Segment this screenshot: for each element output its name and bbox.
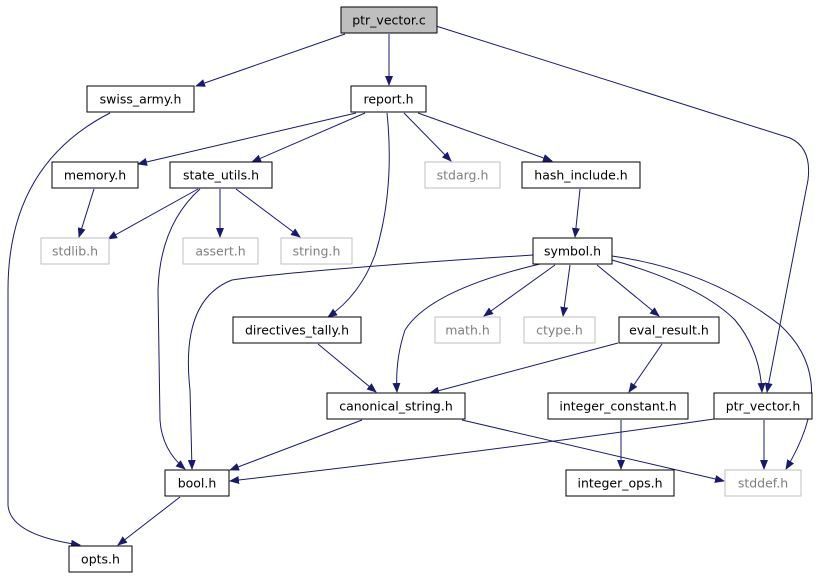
edge-swiss-army-h-to-opts-h (7, 112, 111, 548)
node-label: stddef.h (738, 476, 788, 491)
node-ptr-vector-c[interactable]: ptr_vector.c (340, 6, 438, 34)
node-ptr-vector-h[interactable]: ptr_vector.h (713, 392, 813, 420)
node-swiss-army-h[interactable]: swiss_army.h (86, 85, 195, 113)
node-box (724, 469, 802, 497)
node-label: ptr_vector.c (352, 13, 426, 28)
node-label: integer_constant.h (559, 399, 676, 414)
node-box (350, 85, 427, 113)
edge-report-h-to-memory-h (137, 112, 357, 166)
node-box (164, 469, 230, 497)
node-label: opts.h (81, 552, 120, 567)
edge-report-h-to-state-utils-h (251, 112, 366, 163)
nodes: ptr_vector.c swiss_army.h report.h memory.h… (40, 6, 813, 573)
edge-report-h-to-directives-tally-h (327, 112, 390, 318)
node-label: eval_result.h (629, 323, 709, 338)
node-box (340, 6, 438, 34)
node-box (40, 237, 110, 265)
edge-symbol-h-to-canonical-string-h (392, 263, 541, 393)
node-math-h: math.h (434, 316, 501, 344)
node-label: canonical_string.h (339, 399, 453, 414)
node-directives-tally-h[interactable]: directives_tally.h (232, 316, 362, 344)
node-memory-h[interactable]: memory.h (51, 161, 139, 189)
node-integer-ops-h[interactable]: integer_ops.h (565, 469, 675, 497)
node-stddef-h: stddef.h (724, 469, 802, 497)
node-opts-h[interactable]: opts.h (68, 545, 133, 573)
node-report-h[interactable]: report.h (350, 85, 427, 113)
edge-state-utils-h-to-bool-h (157, 188, 201, 470)
node-label: assert.h (195, 244, 245, 259)
edge-symbol-h-to-eval-result-h (596, 264, 660, 317)
edge-symbol-h-to-ptr-vector-h (611, 259, 766, 393)
node-bool-h[interactable]: bool.h (164, 469, 230, 497)
node-label: ptr_vector.h (726, 399, 801, 414)
edge-ptr-vector-h-to-bool-h (229, 418, 715, 484)
node-label: bool.h (178, 476, 217, 491)
node-label: memory.h (64, 168, 126, 183)
node-canonical-string-h[interactable]: canonical_string.h (326, 392, 466, 420)
node-box (169, 161, 273, 189)
node-box (565, 469, 675, 497)
node-stdarg-h: stdarg.h (424, 161, 501, 189)
edge-directives-tally-h-to-canonical-string-h (317, 343, 377, 393)
node-box (68, 545, 133, 573)
node-box (280, 237, 353, 265)
node-label: math.h (445, 323, 490, 338)
edge-eval-result-h-to-canonical-string-h (429, 342, 619, 395)
node-symbol-h[interactable]: symbol.h (532, 237, 613, 265)
node-assert-h: assert.h (182, 237, 259, 265)
edge-report-h-to-stdarg-h (403, 112, 452, 162)
node-box (326, 392, 466, 420)
node-ctype-h: ctype.h (523, 316, 596, 344)
node-label: directives_tally.h (245, 323, 349, 338)
node-box (532, 237, 613, 265)
node-label: symbol.h (544, 244, 601, 259)
node-box (521, 161, 641, 189)
node-integer-constant-h[interactable]: integer_constant.h (547, 392, 689, 420)
node-label: ctype.h (536, 323, 583, 338)
edge-symbol-h-to-math-h (483, 264, 556, 317)
node-box (182, 237, 259, 265)
node-label: hash_include.h (534, 168, 627, 183)
node-box (86, 85, 195, 113)
node-box (547, 392, 689, 420)
node-box (434, 316, 501, 344)
node-box (713, 392, 813, 420)
node-eval-result-h[interactable]: eval_result.h (618, 316, 720, 344)
node-label: report.h (363, 92, 413, 107)
edge-hash-include-h-to-symbol-h (571, 188, 581, 238)
edge-canonical-string-h-to-stddef-h (461, 419, 725, 483)
node-label: string.h (293, 244, 341, 259)
node-state-utils-h[interactable]: state_utils.h (169, 161, 273, 189)
node-box (51, 161, 139, 189)
edge-eval-result-h-to-integer-constant-h (628, 343, 663, 393)
edge-state-utils-h-to-stdlib-h (107, 188, 199, 240)
node-string-h: string.h (280, 237, 353, 265)
node-label: integer_ops.h (578, 476, 663, 491)
edge-symbol-h-to-ctype-h (560, 264, 571, 317)
edge-state-utils-h-to-string-h (235, 188, 301, 238)
node-box (523, 316, 596, 344)
node-box (618, 316, 720, 344)
edge-symbol-h-to-bool-h (187, 254, 534, 470)
edge-bool-h-to-opts-h (117, 496, 181, 546)
node-box (232, 316, 362, 344)
node-label: stdarg.h (437, 168, 489, 183)
edge-ptr-vector-c-to-ptr-vector-h (435, 25, 810, 393)
node-label: swiss_army.h (100, 92, 182, 107)
edge-canonical-string-h-to-bool-h (229, 419, 363, 471)
edge-report-h-to-hash-include-h (417, 112, 553, 162)
edge-ptr-vector-c-to-swiss-army-h (195, 33, 346, 87)
node-stdlib-h: stdlib.h (40, 237, 110, 265)
edge-symbol-h-to-stddef-h (611, 255, 812, 470)
node-label: state_utils.h (183, 168, 259, 183)
node-label: stdlib.h (52, 244, 98, 259)
node-hash-include-h[interactable]: hash_include.h (521, 161, 641, 189)
edge-memory-h-to-stdlib-h (77, 188, 95, 238)
node-box (424, 161, 501, 189)
